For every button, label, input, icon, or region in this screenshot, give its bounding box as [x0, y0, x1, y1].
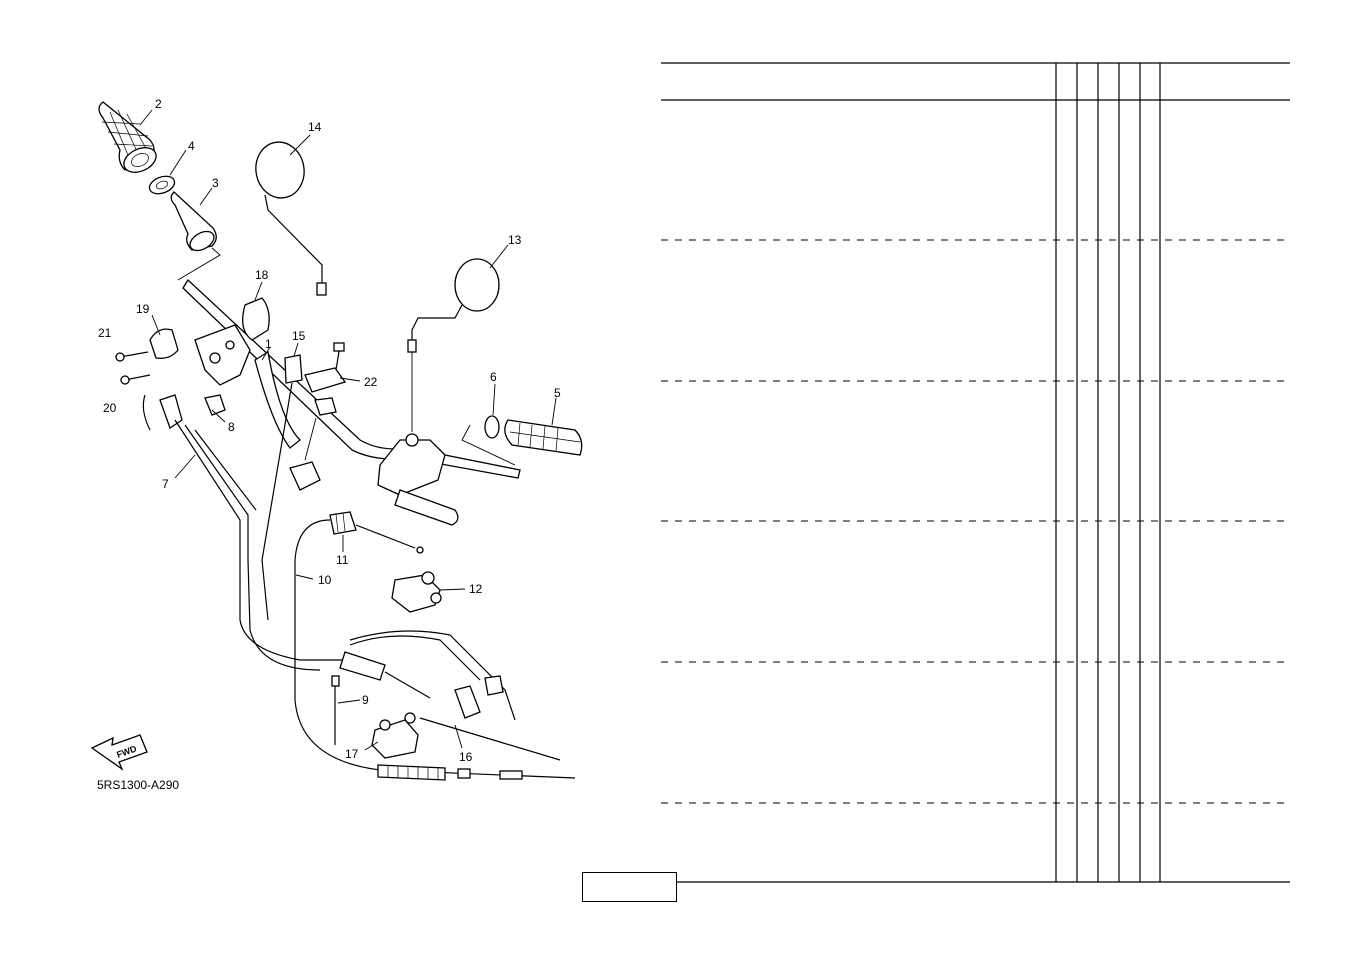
- callout-13: 13: [508, 233, 522, 247]
- callout-14: 14: [308, 120, 322, 134]
- callout-4: 4: [188, 139, 195, 153]
- left-mirror: [255, 141, 327, 296]
- collar-washer: [148, 175, 176, 195]
- cable-springs: [377, 764, 523, 781]
- adjuster-knob: [261, 354, 303, 561]
- handlebar: [182, 278, 521, 479]
- cable-adjuster: [391, 571, 442, 613]
- callout-15: 15: [292, 329, 306, 343]
- callout-20: 20: [103, 401, 117, 415]
- callout-5: 5: [554, 386, 561, 400]
- clutch-cable: [294, 511, 424, 600]
- callout-19: 19: [136, 302, 150, 316]
- left-grip: [98, 101, 157, 173]
- callout-11: 11: [336, 553, 349, 567]
- right-grip: [461, 415, 583, 466]
- cable-tie: [331, 675, 340, 745]
- callout-3: 3: [212, 176, 219, 190]
- figure-code: 5RS1300-A290: [97, 778, 179, 792]
- screws: [115, 351, 151, 385]
- callout-12: 12: [469, 582, 483, 596]
- callout-18: 18: [255, 268, 269, 282]
- callout-22: 22: [364, 375, 378, 389]
- callout-2: 2: [155, 97, 162, 111]
- throttle-sleeve: [170, 191, 221, 281]
- callout-1: 1: [265, 337, 272, 351]
- callout-9: 9: [362, 693, 369, 707]
- cable-holder: [371, 712, 419, 759]
- callout-6: 6: [490, 370, 497, 384]
- right-mirror: [407, 258, 500, 353]
- switch-wiring: [142, 394, 257, 560]
- fwd-arrow-icon: FWD: [90, 734, 148, 771]
- callout-21: 21: [98, 326, 112, 340]
- leader-lines: [139, 109, 557, 751]
- callout-8: 8: [228, 420, 235, 434]
- throttle-housing: [149, 297, 270, 386]
- callout-16: 16: [459, 750, 473, 764]
- callout-7: 7: [162, 477, 169, 491]
- exploded-parts-diagram: FWD 1 2 3 4 5 6 7 8 9 10 11 12 13 14 15 …: [90, 97, 583, 792]
- front-brake-lever: [377, 352, 459, 526]
- page-number-box: [582, 872, 677, 902]
- callout-10: 10: [318, 573, 332, 587]
- throttle-cables: [239, 559, 576, 779]
- handlebar-holder: [289, 342, 347, 491]
- callout-17: 17: [345, 747, 359, 761]
